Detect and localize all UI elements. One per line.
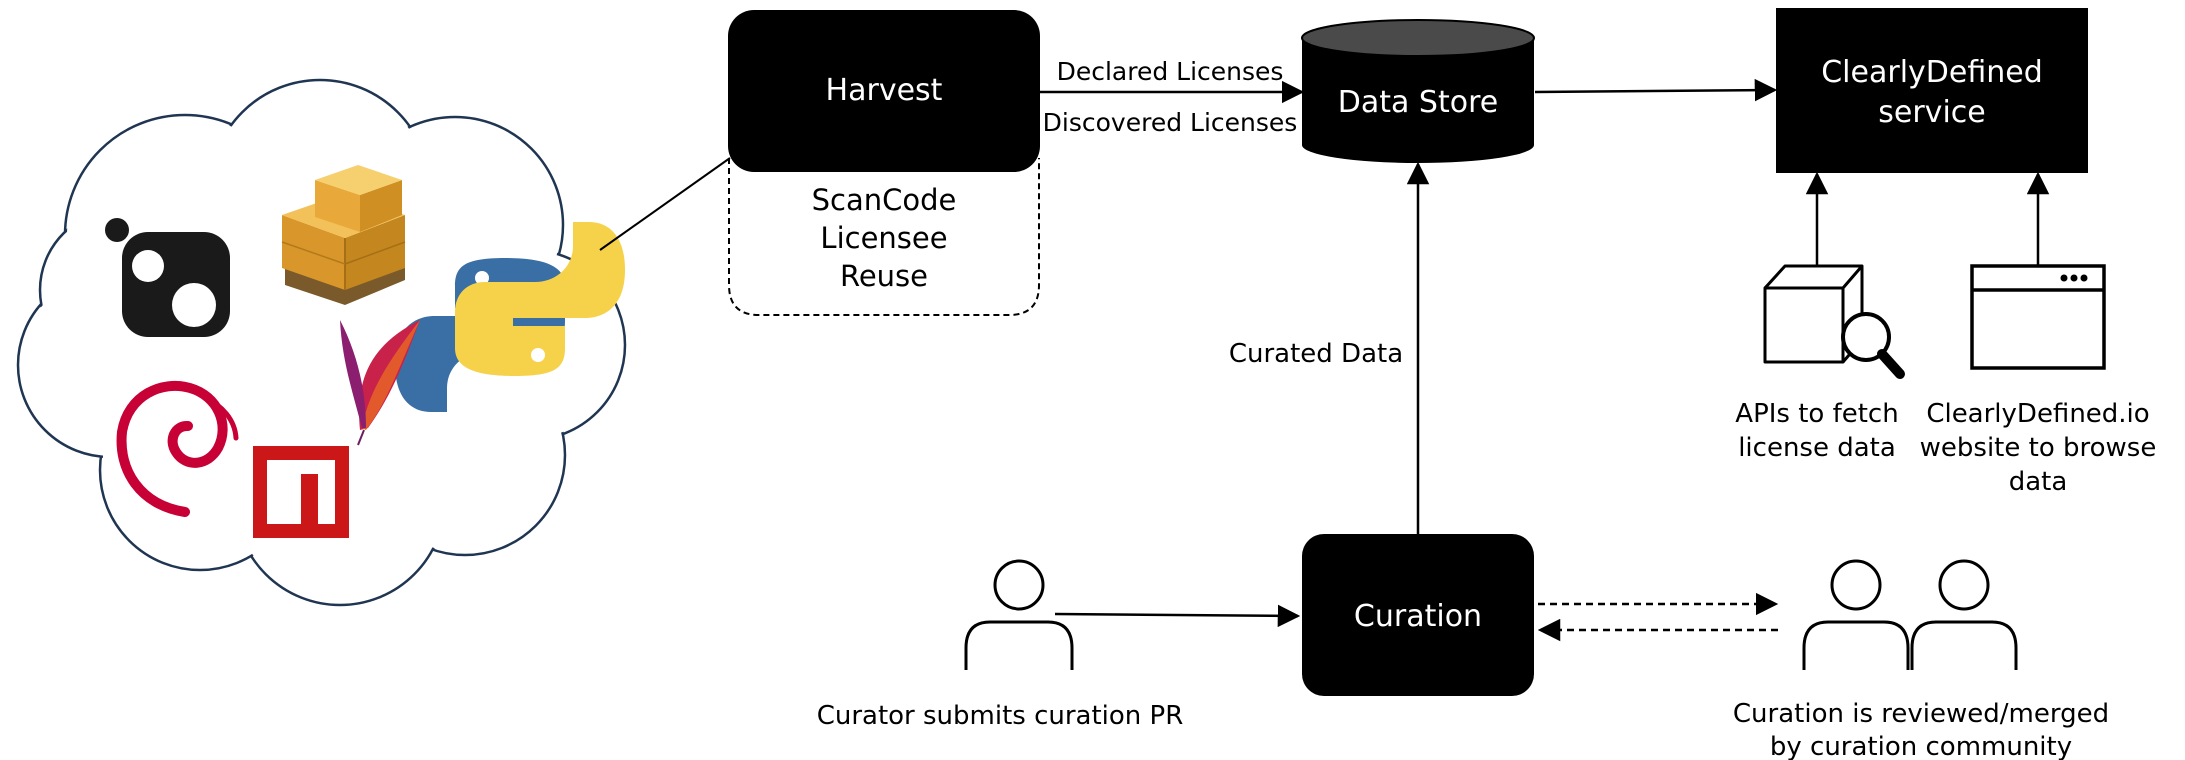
curator-person-icon	[964, 559, 1074, 670]
service-box	[1776, 8, 2088, 173]
website-caption-line1: ClearlyDefined.io	[1926, 399, 2149, 429]
package-boxes-icon	[281, 165, 406, 305]
npm-icon	[253, 446, 349, 538]
community-people-icon	[1802, 559, 2018, 670]
edge-label-declared: Declared Licenses	[1057, 57, 1284, 86]
harvest-tool-reuse: Reuse	[840, 259, 928, 293]
apache-feather-icon	[340, 320, 420, 446]
curator-caption: Curator submits curation PR	[817, 701, 1184, 731]
apis-caption-line2: license data	[1738, 433, 1896, 463]
package-ecosystem-cloud	[16, 78, 627, 607]
service-title-line2: service	[1878, 95, 1985, 130]
service-title-line1: ClearlyDefined	[1821, 55, 2043, 90]
edge-label-curated: Curated Data	[1229, 339, 1403, 369]
harvest-tools-outline	[728, 158, 1040, 316]
data-store-node[interactable]: Data Store	[1301, 19, 1535, 163]
cocoapods-icon	[105, 218, 230, 337]
browser-window-icon	[1970, 264, 2106, 370]
edge-label-discovered: Discovered Licenses	[1043, 108, 1298, 137]
clearlydefined-service-node[interactable]: ClearlyDefined service	[1776, 8, 2088, 173]
debian-icon	[116, 380, 239, 517]
data-store-cylinder	[1302, 20, 1534, 163]
data-store-title: Data Store	[1338, 85, 1498, 120]
curator-to-curation-arrow	[1054, 604, 1301, 628]
harvest-node[interactable]: Harvest ScanCode Licensee Reuse	[728, 10, 1040, 316]
harvest-tool-licensee: Licensee	[820, 221, 947, 255]
community-caption-line2: by curation community	[1770, 732, 2072, 760]
curation-title: Curation	[1354, 599, 1482, 634]
curation-node[interactable]: Curation	[1302, 534, 1534, 696]
apis-caption-line1: APIs to fetch	[1735, 399, 1898, 429]
website-caption-line3: data	[2009, 467, 2068, 497]
harvest-box	[728, 10, 1040, 172]
python-icon	[395, 222, 625, 412]
harvest-title: Harvest	[826, 73, 943, 108]
cloud-to-harvest-line	[599, 157, 731, 251]
api-box-search-icon	[1763, 264, 1905, 379]
website-caption-line2: website to browse	[1920, 433, 2157, 463]
curation-box	[1302, 534, 1534, 696]
harvest-tool-scancode: ScanCode	[812, 183, 957, 217]
community-caption-line1: Curation is reviewed/merged	[1733, 699, 2109, 729]
datastore-to-service-arrow	[1534, 78, 1778, 102]
